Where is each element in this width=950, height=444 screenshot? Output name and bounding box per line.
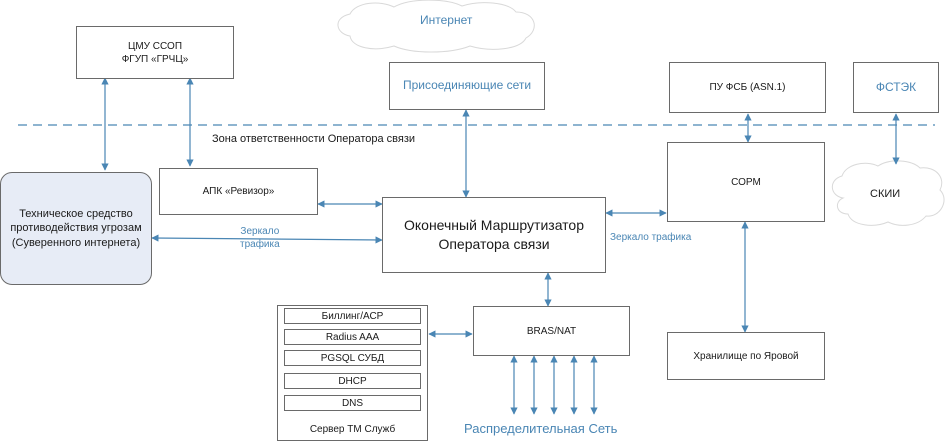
server-item: DNS [284, 395, 421, 411]
internet-label: Интернет [420, 13, 473, 27]
router-line2: Оператора связи [438, 236, 550, 252]
tech-means-box: Техническое средство противодействия угр… [0, 172, 152, 285]
bras-nat-box: BRAS/NAT [473, 306, 630, 356]
zone-label: Зона ответственности Оператора связи [212, 133, 416, 145]
tech-line3: (Суверенного интернета) [11, 236, 141, 249]
server-item: Radius AAA [284, 329, 421, 345]
mirror-left-line2: трафика [240, 238, 280, 250]
cmu-line2: ФГУП «ГРЧЦ» [121, 53, 189, 65]
connecting-networks-box: Присоединяющие сети [389, 62, 545, 110]
tech-line1: Техническое средство [19, 208, 133, 221]
server-item: DHCP [284, 373, 421, 389]
internet-cloud [337, 0, 535, 53]
storage-yarovaya-box: Хранилище по Яровой [667, 332, 825, 380]
distribution-network-label: Распределительная Сеть [464, 421, 618, 436]
pu-fsb-box: ПУ ФСБ (ASN.1) [669, 62, 826, 113]
server-item: PGSQL СУБД [284, 350, 421, 366]
server-tm-title: Сервер ТМ Служб [309, 424, 396, 435]
router-line1: Оконечный Маршрутизатор [403, 217, 585, 234]
skii-cloud [831, 160, 945, 226]
cmu-ssop-box: ЦМУ ССОП ФГУП «ГРЧЦ» [76, 26, 234, 79]
server-tm-box: Биллинг/АСР Radius AAA PGSQL СУБД DHCP DNS С… [277, 305, 428, 441]
fstek-box: ФСТЭК [853, 62, 939, 113]
sorm-box: СОРМ [667, 142, 825, 222]
mirror-traffic-right-label: Зеркало трафика [610, 232, 692, 243]
connector-tech-router-mirror [151, 234, 383, 244]
mirror-traffic-left-label: Зеркало трафика [240, 226, 280, 251]
skii-label: СКИИ [870, 188, 901, 200]
tech-line2: противодействия угрозам [10, 222, 142, 235]
router-box: Оконечный Маршрутизатор Оператора связи [382, 197, 606, 273]
cmu-line1: ЦМУ ССОП [127, 40, 183, 52]
apk-revizor-box: АПК «Ревизор» [159, 168, 318, 215]
mirror-left-line1: Зеркало [240, 226, 280, 237]
server-item: Биллинг/АСР [284, 308, 421, 324]
